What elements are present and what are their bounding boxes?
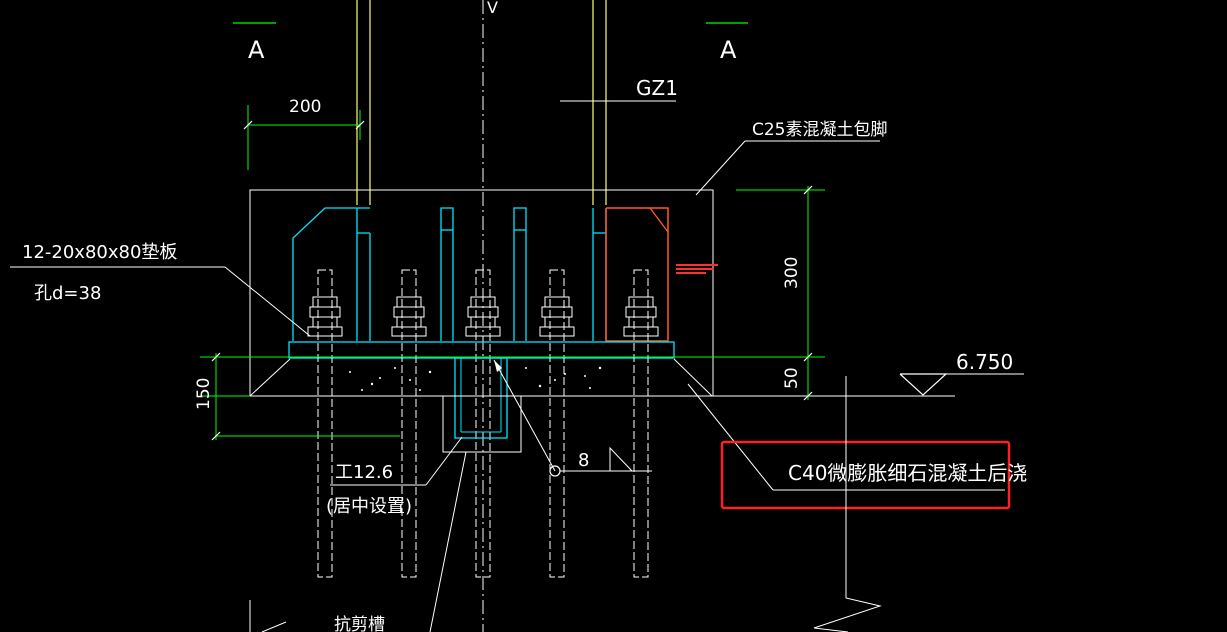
grout-highlight-box — [720, 440, 1011, 510]
shear-key-label: 工12.6 — [335, 462, 393, 483]
weld-symbol: 8 — [493, 359, 652, 477]
shear-key — [442, 357, 522, 453]
column-flanges — [356, 0, 607, 205]
grout-label: C40微膨胀细石混凝土后浇 — [788, 461, 1027, 485]
anchor-bolt — [391, 269, 427, 578]
dimension-150-label: 150 — [194, 378, 214, 410]
anchor-bolt — [539, 269, 575, 578]
tiny-red-note — [676, 264, 718, 274]
dimension-200-label: 200 — [289, 97, 321, 117]
encasement-outline — [249, 189, 714, 397]
shear-key-callout: 工12.6 (居中设置) — [326, 436, 463, 517]
column-id-callout: GZ1 — [560, 76, 678, 102]
elevation-marker: 6.750 — [899, 350, 1024, 396]
base-plate-label: 12-20x80x80垫板 — [22, 242, 177, 263]
anchor-bolts — [307, 269, 659, 578]
shear-key-note: (居中设置) — [326, 496, 412, 517]
section-label-right: A — [720, 36, 737, 64]
base-plate-callout: 12-20x80x80垫板 孔d=38 — [10, 242, 311, 337]
elevation-label: 6.750 — [956, 350, 1013, 374]
base-plate — [288, 341, 675, 359]
anchor-bolt — [307, 269, 343, 578]
grout-callout: C40微膨胀细石混凝土后浇 — [687, 383, 1027, 510]
grout-layer — [248, 358, 714, 397]
weld-size-label: 8 — [578, 450, 589, 471]
section-marker-right: A — [706, 22, 748, 64]
stiffeners — [292, 207, 607, 341]
dimension-50-label: 50 — [782, 367, 802, 389]
encasement-label: C25素混凝土包脚 — [752, 120, 888, 140]
anchor-bolt — [623, 269, 659, 578]
dimension-ticks — [211, 185, 813, 441]
column-id: GZ1 — [636, 76, 678, 100]
section-label-left: A — [248, 36, 265, 64]
anchor-bolt — [465, 269, 501, 578]
break-line — [813, 376, 882, 632]
shear-groove-callout: 抗剪槽 — [249, 451, 467, 632]
shear-groove-label: 抗剪槽 — [334, 615, 385, 632]
encasement-callout: C25素混凝土包脚 — [695, 120, 888, 196]
hole-label: 孔d=38 — [34, 283, 101, 304]
stiffener-orange — [605, 207, 669, 342]
dimension-300-label: 300 — [782, 257, 802, 289]
grout-hatch — [349, 366, 602, 391]
dimension-200: 200 — [243, 97, 365, 170]
section-marker-left: A — [233, 22, 276, 64]
top-mark: V — [487, 0, 498, 17]
dimension-lines — [200, 186, 825, 440]
